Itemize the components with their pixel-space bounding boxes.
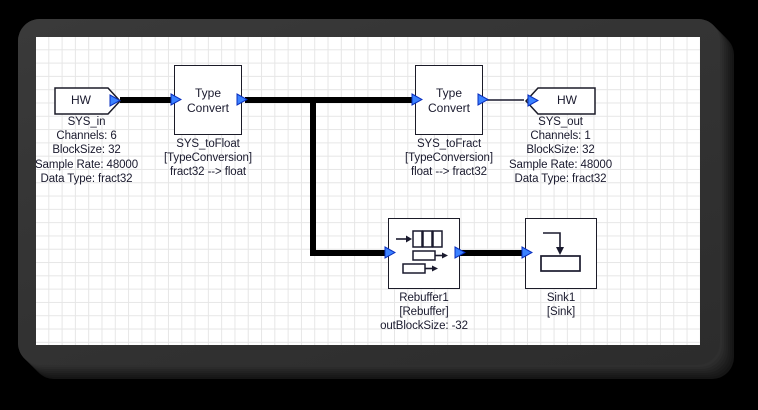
block-rebuffer1[interactable]: [384, 218, 466, 289]
sys-out-label-line-5: Data Type: fract32: [514, 172, 607, 185]
sys-out-label-line-4: Sample Rate: 48000: [508, 158, 613, 171]
sys-in-label-line-4: Sample Rate: 48000: [36, 158, 139, 171]
block-sys-tofract-inner-line-2: Convert: [427, 101, 471, 115]
rebuffer1-label-line-3: outBlockSize: -32: [380, 320, 468, 333]
port-in-sys-out: [527, 94, 539, 107]
block-sys-tofloat-inner-line-2: Convert: [186, 101, 230, 115]
sink1-label-line-2: [Sink]: [546, 306, 576, 319]
block-rebuffer1-label: Rebuffer1 [Rebuffer] outBlockSize: -32: [352, 291, 496, 334]
port-in-sys-tofloat: [170, 93, 182, 106]
diagram-canvas[interactable]: HW SYS_in Channels: 6 BlockSize: 32 Samp…: [36, 37, 700, 345]
sys-tofloat-label-line-3: fract32 --> float: [170, 166, 246, 179]
rebuffer-icon: [396, 230, 448, 274]
sink-icon: [540, 232, 581, 272]
block-sys-in-label: SYS_in Channels: 6 BlockSize: 32 Sample …: [36, 115, 157, 186]
port-out-sys-in: [109, 94, 121, 107]
port-out-rebuffer1: [454, 246, 466, 259]
hw-source-shape: [54, 87, 122, 115]
block-sys-tofract-inner-line-1: Type: [435, 86, 462, 100]
sink1-label-line-1: Sink1: [546, 292, 576, 304]
sys-out-label-line-1: SYS_out: [538, 116, 583, 128]
block-sink1-body: [525, 218, 597, 289]
hw-sink-shape: [525, 87, 596, 115]
port-out-sys-tofloat: [236, 93, 248, 106]
block-sys-tofloat[interactable]: Type Convert: [170, 65, 248, 135]
block-sys-out[interactable]: HW: [525, 87, 596, 115]
block-sys-tofract-label: SYS_toFract [TypeConversion] float --> f…: [377, 137, 521, 180]
sys-in-label-line-5: Data Type: fract32: [40, 172, 133, 185]
port-in-sink1: [521, 246, 533, 259]
sys-in-label-line-2: Channels: 6: [56, 130, 117, 143]
block-sink1-label: Sink1 [Sink]: [489, 291, 633, 319]
sys-tofloat-label-line-2: [TypeConversion]: [164, 152, 252, 165]
port-in-sys-tofract: [411, 93, 423, 106]
sys-out-label-line-3: BlockSize: 32: [526, 144, 595, 157]
sys-tofract-label-line-2: [TypeConversion]: [405, 152, 493, 165]
sys-out-label-line-2: Channels: 1: [530, 130, 591, 143]
block-sys-tofloat-label: SYS_toFloat [TypeConversion] fract32 -->…: [136, 137, 280, 180]
sys-in-label-line-3: BlockSize: 32: [52, 144, 121, 157]
sys-tofloat-label-line-1: SYS_toFloat: [176, 138, 240, 150]
rebuffer1-label-line-1: Rebuffer1: [399, 292, 449, 304]
port-out-sys-tofract: [477, 93, 489, 106]
block-sys-in[interactable]: HW: [54, 87, 122, 115]
sys-in-label-line-1: SYS_in: [67, 116, 106, 128]
block-sys-in-inner-text: HW: [71, 93, 91, 107]
sys-tofract-label-line-1: SYS_toFract: [416, 138, 482, 150]
block-sys-tofract[interactable]: Type Convert: [411, 65, 489, 135]
sys-tofract-label-line-3: float --> fract32: [411, 166, 487, 179]
port-in-rebuffer1: [384, 246, 396, 259]
block-sys-tofloat-inner-line-1: Type: [194, 86, 221, 100]
block-sys-out-inner-text: HW: [557, 93, 577, 107]
rebuffer1-label-line-2: [Rebuffer]: [399, 306, 449, 319]
block-sys-out-label: SYS_out Channels: 1 BlockSize: 32 Sample…: [490, 115, 631, 186]
block-sink1[interactable]: [521, 218, 597, 289]
